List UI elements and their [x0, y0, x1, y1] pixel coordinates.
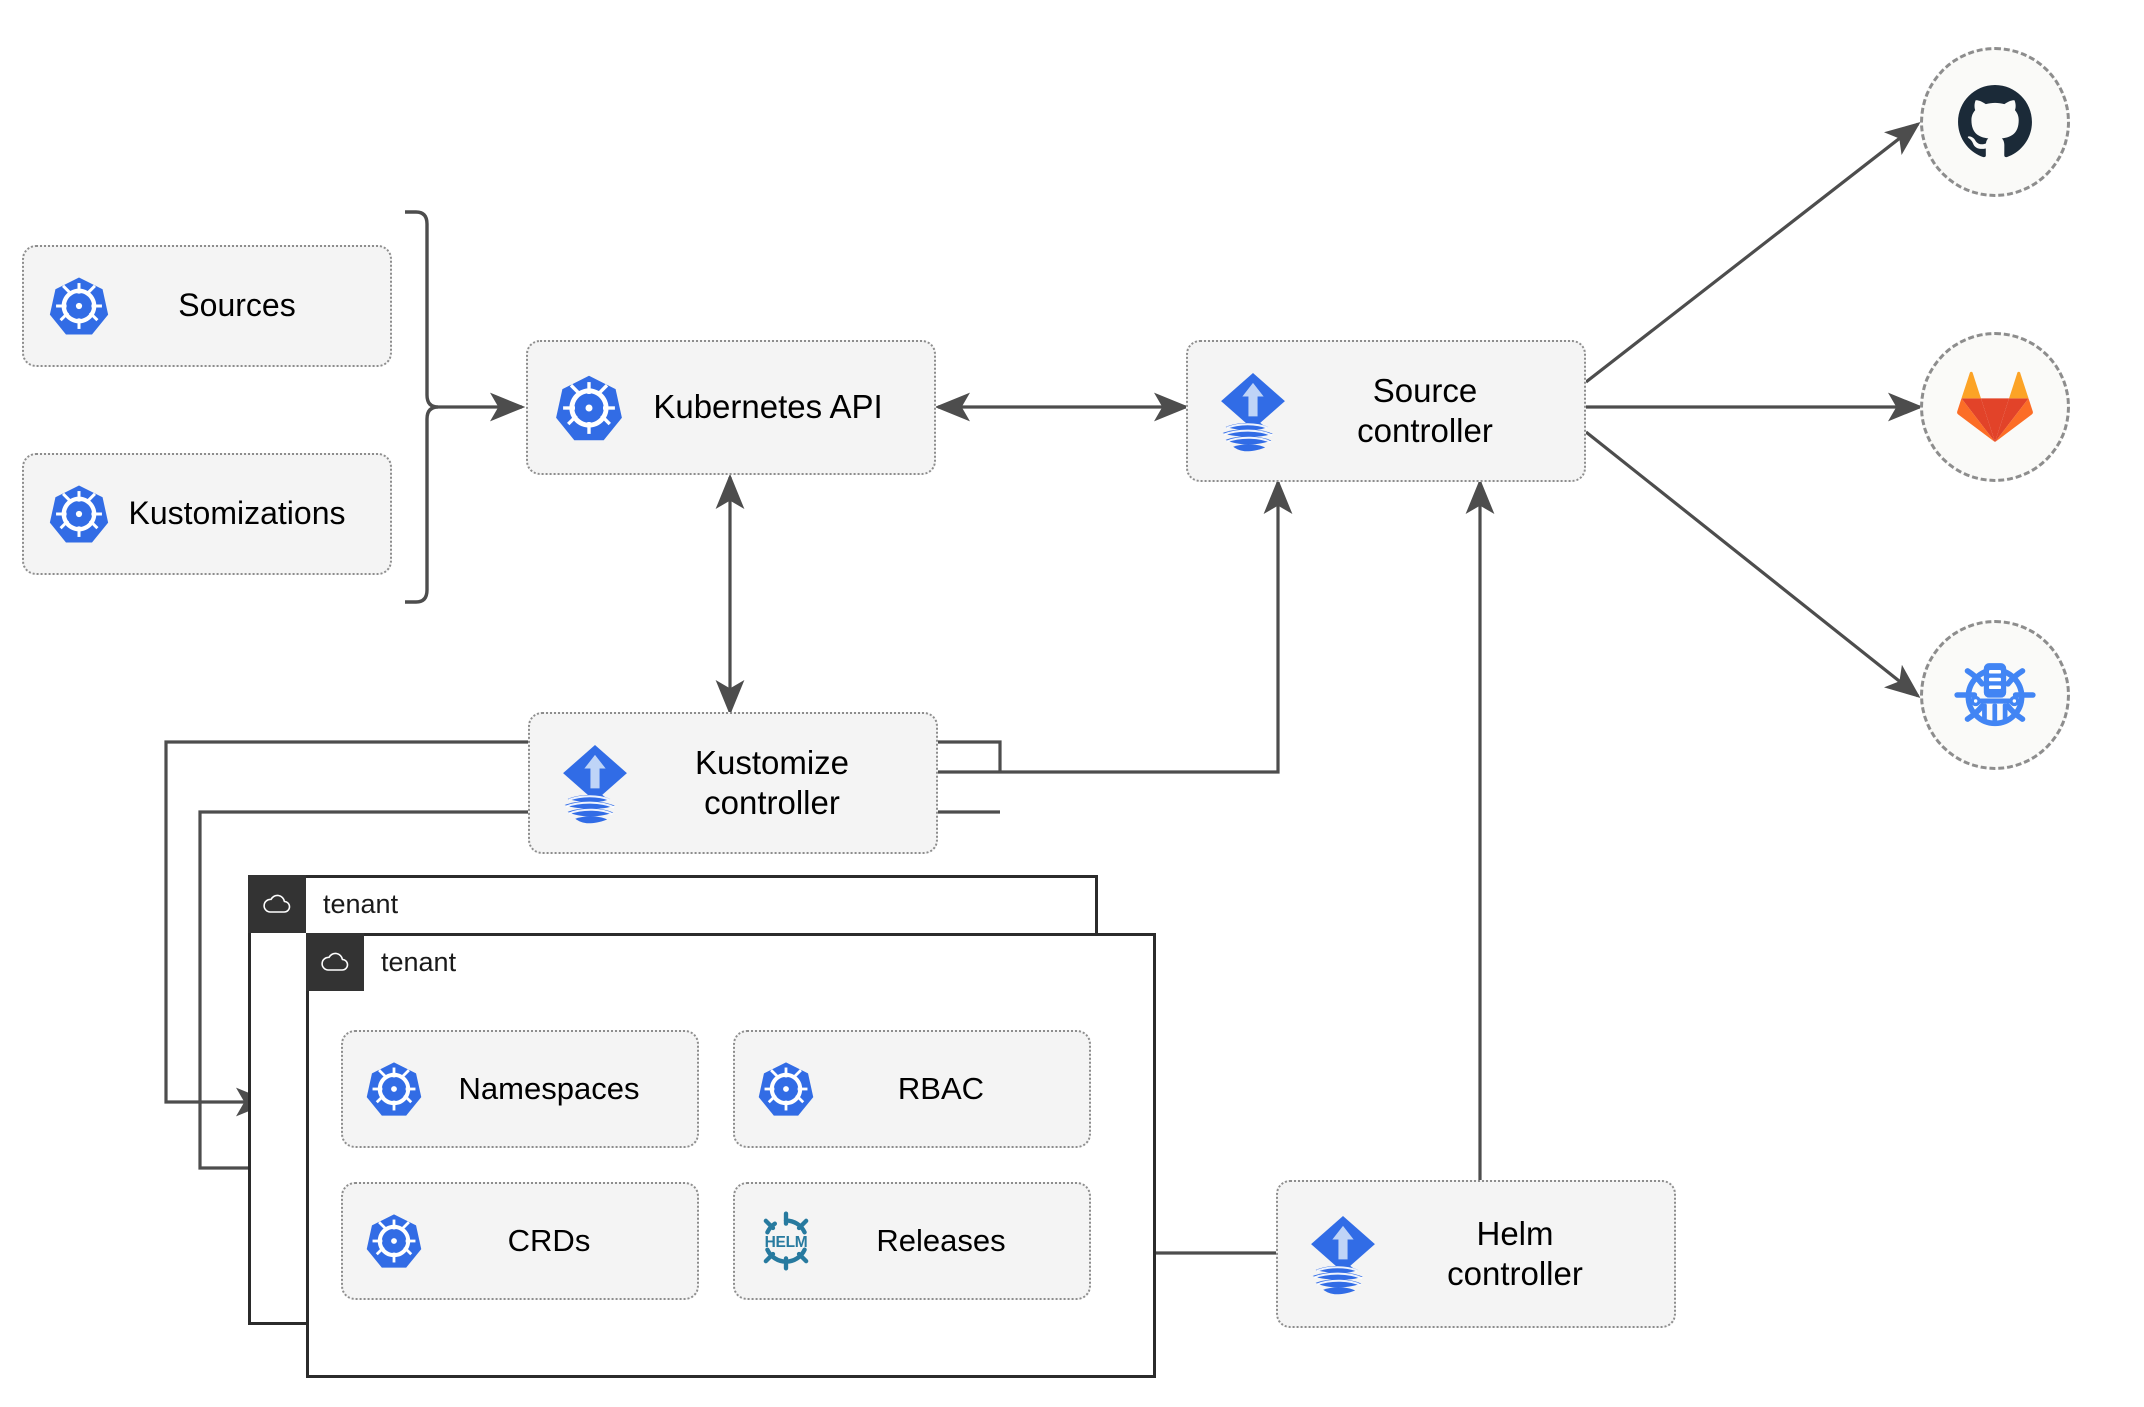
flux-icon: [556, 739, 634, 827]
node-crds[interactable]: CRDs: [341, 1182, 699, 1300]
node-label: Kubernetes API: [653, 388, 883, 426]
node-label: RBAC: [897, 1071, 985, 1107]
external-helm-repository[interactable]: [1920, 620, 2070, 770]
github-icon: [1958, 85, 2032, 158]
node-releases[interactable]: HELM Releases: [733, 1182, 1091, 1300]
helm-repo-icon: [1954, 663, 2036, 727]
svg-text:HELM: HELM: [765, 1234, 808, 1251]
gitlab-icon: [1957, 371, 2033, 443]
external-github[interactable]: [1920, 47, 2070, 197]
kubernetes-icon: [46, 481, 112, 547]
node-source-controller[interactable]: Source controller: [1186, 340, 1586, 482]
kubernetes-icon: [552, 371, 626, 445]
node-kustomize-controller[interactable]: Kustomize controller: [528, 712, 938, 854]
kubernetes-icon: [46, 273, 112, 339]
node-label: CRDs: [507, 1223, 591, 1259]
helm-icon: HELM: [755, 1210, 817, 1272]
node-label: Source controller: [1357, 371, 1493, 449]
cloud-icon: [306, 933, 364, 991]
kubernetes-icon: [363, 1058, 425, 1120]
node-label: Helm controller: [1447, 1214, 1583, 1292]
flux-icon: [1214, 367, 1292, 455]
kubernetes-icon: [363, 1210, 425, 1272]
node-helm-controller[interactable]: Helm controller: [1276, 1180, 1676, 1328]
kubernetes-icon: [755, 1058, 817, 1120]
node-rbac[interactable]: RBAC: [733, 1030, 1091, 1148]
external-gitlab[interactable]: [1920, 332, 2070, 482]
node-label: Kustomizations: [128, 495, 346, 532]
node-label: Namespaces: [458, 1071, 640, 1107]
node-kustomizations[interactable]: Kustomizations: [22, 453, 392, 575]
node-sources[interactable]: Sources: [22, 245, 392, 367]
node-label: Releases: [876, 1223, 1006, 1259]
node-label: Sources: [178, 287, 296, 324]
flux-icon: [1304, 1210, 1382, 1298]
node-label: Kustomize controller: [694, 743, 850, 821]
cloud-icon: [248, 875, 306, 933]
tenant-label: tenant: [323, 888, 399, 919]
tenant-container-front[interactable]: tenant: [306, 933, 1156, 1378]
node-namespaces[interactable]: Namespaces: [341, 1030, 699, 1148]
tenant-label: tenant: [381, 946, 457, 977]
node-kubernetes-api[interactable]: Kubernetes API: [526, 340, 936, 475]
